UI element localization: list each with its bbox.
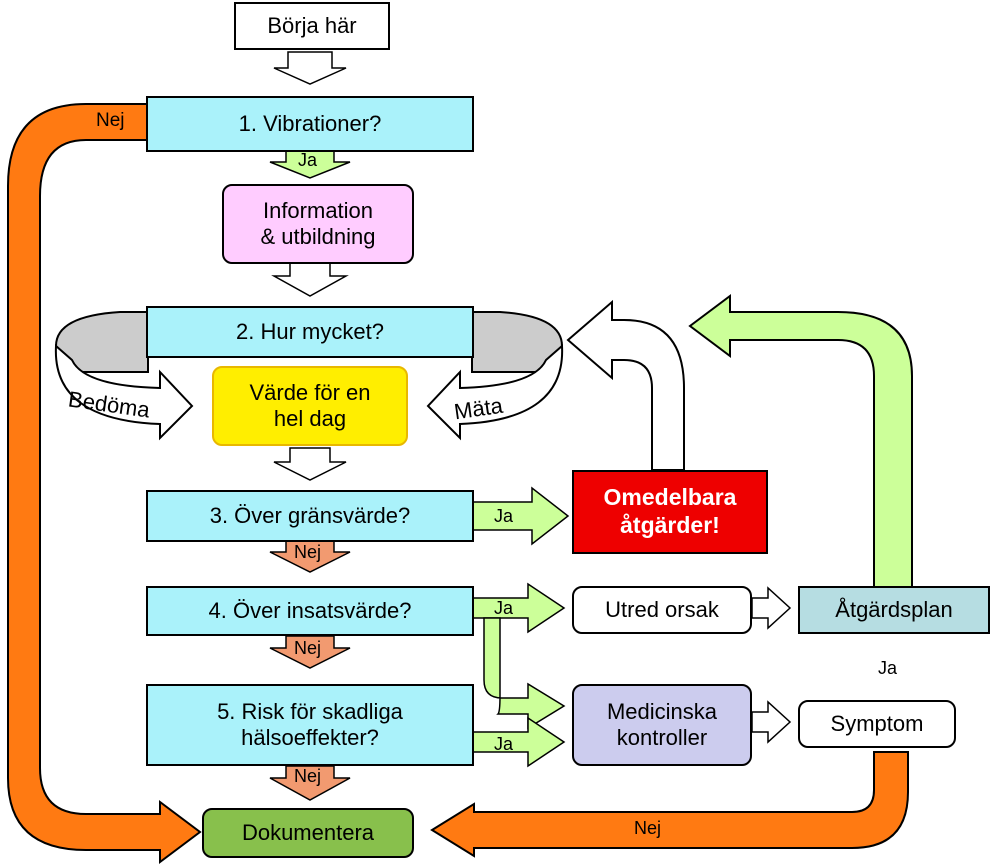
edge-label-q1-yes: Ja — [298, 150, 318, 170]
feedback-arrow-white — [566, 299, 685, 471]
medical-checks-label-line1: Medicinska — [606, 698, 718, 724]
edge-label-symptom-yes: Ja — [878, 658, 898, 678]
edge-label-q4-yes: Ja — [494, 598, 514, 618]
start-label: Börja här — [267, 12, 357, 38]
edge-label-bottom-no: Nej — [634, 818, 662, 838]
medical-checks-box: Medicinska kontroller — [572, 684, 752, 766]
assess-arrow — [54, 343, 194, 441]
edge-label-q5-no: Nej — [294, 766, 322, 786]
arrow-q3-no — [269, 539, 351, 573]
no-loop-arrow-bottom — [430, 751, 909, 858]
value-label-line2: hel dag — [273, 406, 347, 431]
edge-label-q3-no: Nej — [294, 542, 322, 562]
immediate-action-box: Omedelbara åtgärder! — [572, 470, 768, 554]
question-1-box: 1. Vibrationer? — [146, 96, 474, 152]
arrow-q5-yes — [471, 716, 566, 768]
medical-checks-label-line2: kontroller — [616, 725, 708, 750]
arrow-medical-to-symptom — [751, 700, 792, 744]
edge-label-q5-yes: Ja — [494, 734, 514, 754]
value-box: Värde för en hel dag — [212, 366, 408, 446]
no-loop-arrow-left — [7, 103, 202, 864]
symptom-label: Symptom — [830, 710, 924, 736]
investigate-box: Utred orsak — [572, 586, 752, 634]
edge-label-q4-no: Nej — [294, 638, 322, 658]
action-plan-label: Åtgärdsplan — [835, 596, 953, 622]
arrow-value-to-q3 — [273, 447, 347, 481]
feedback-arrow-green — [688, 294, 913, 591]
arrow-q5-no — [269, 765, 351, 801]
question-2-label: 2. Hur mycket? — [236, 318, 384, 344]
question-5-label-line2: hälsoeffekter? — [241, 725, 379, 750]
value-label-line1: Värde för en — [249, 379, 371, 405]
action-plan-box: Åtgärdsplan — [798, 586, 990, 634]
arrow-q4-yes — [471, 582, 566, 634]
arrow-q1-yes — [269, 149, 351, 179]
arrow-q4-no — [269, 635, 351, 669]
question-5-box: 5. Risk för skadliga hälsoeffekter? — [146, 684, 474, 766]
question-4-label: 4. Över insatsvärde? — [208, 597, 412, 623]
arrow-investigate-to-plan — [751, 586, 792, 630]
arrow-info-to-q2 — [271, 261, 349, 297]
arrow-q3-yes — [471, 486, 570, 546]
information-label-line1: Information — [262, 197, 374, 223]
document-box: Dokumentera — [202, 808, 414, 858]
question-1-label: 1. Vibrationer? — [238, 110, 382, 136]
information-label-line2: & utbildning — [260, 224, 376, 249]
question-3-label: 3. Över gränsvärde? — [209, 502, 411, 528]
question-3-box: 3. Över gränsvärde? — [146, 490, 474, 542]
document-label: Dokumentera — [241, 819, 375, 845]
edge-label-q3-yes: Ja — [494, 506, 514, 526]
arrow-q4-to-medical — [483, 617, 566, 730]
investigate-label: Utred orsak — [605, 596, 719, 622]
measure-arrow — [426, 343, 564, 441]
symptom-box: Symptom — [798, 700, 956, 748]
information-box: Information & utbildning — [222, 184, 414, 264]
question-2-box: 2. Hur mycket? — [146, 306, 474, 358]
immediate-action-label-line1: Omedelbara — [603, 484, 737, 511]
edge-label-q1-no: Nej — [96, 110, 125, 131]
question-5-label-line1: 5. Risk för skadliga — [217, 698, 403, 724]
start-box: Börja här — [234, 2, 390, 50]
arrow-start-to-q1 — [273, 51, 347, 85]
immediate-action-label-line2: åtgärder! — [620, 512, 720, 538]
question-4-box: 4. Över insatsvärde? — [146, 586, 474, 636]
